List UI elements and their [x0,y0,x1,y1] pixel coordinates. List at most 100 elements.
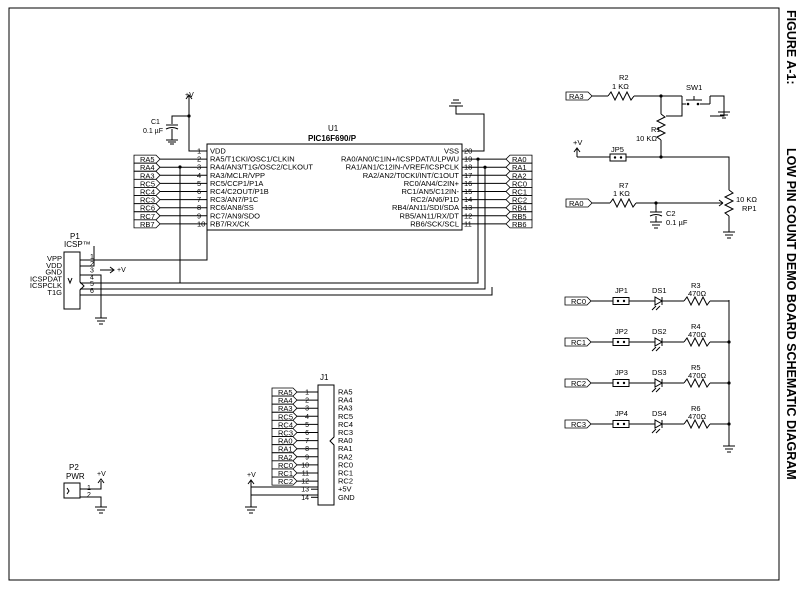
c2-ref: C2 [666,209,676,218]
r-4-value: 470Ω [688,330,707,339]
jp-3-ref: JP3 [615,368,628,377]
p1-pin-5-num: 5 [90,281,94,288]
r7-value: 1 KΩ [613,189,630,198]
j1-tag-6-label: RC3 [278,429,293,438]
j1-tag-5-label: RC4 [278,420,293,429]
u1-pin-14-name: RC2/AN6/P1D [411,195,460,204]
u1-tag-rc4: RC4 [133,187,161,197]
p1-ref: P1 [70,232,80,241]
j1-tag-5: RC4 [271,419,298,429]
r2-value: 1 KΩ [612,82,629,91]
j1-tag-9-label: RA2 [278,453,293,462]
r2-ref: R2 [619,73,629,82]
u1-pin-8-name: RC6/AN8/SS [210,203,254,212]
u1-tag-rb7: RB7 [133,219,161,229]
c1-ref: C1 [151,119,160,126]
u1-tag-rc1-label: RC1 [512,188,527,197]
u1-pin-1-name: VDD [210,147,226,156]
j1-tag-1-label: RA5 [278,388,293,397]
figure-title: LOW PIN COUNT DEMO BOARD SCHEMATIC DIAGR… [784,148,798,480]
tag-ra0-pot [565,198,593,208]
p2-ref: P2 [69,463,79,472]
p2-pin2: 2 [87,492,91,499]
u1-pin-20-name: VSS [444,147,459,156]
tag-ra3-sw-label: RA3 [569,92,584,101]
j1-tag-4-label: RC5 [278,412,293,421]
j1-pin-5-num: 5 [305,422,309,429]
j1-tag-2: RA4 [271,395,298,405]
u1-tag-ra4: RA4 [133,162,161,172]
u1-tag-rb6: RB6 [505,219,533,229]
u1-pin-12-name: RB5/AN11/RX/DT [400,211,460,220]
u1-pin-18-name: RA1/AN1/C12IN-/VREF/ICSPCLK [346,163,459,172]
j1-pin-5-label: RC4 [338,420,353,429]
u1-pin-4-name: RA3/MCLR/VPP [210,171,265,180]
u1-tag-ra1-label: RA1 [512,163,527,172]
r7-ref: R7 [619,181,629,190]
p1-pin-3-num: 3 [90,268,94,275]
led-tag-rc3-label: RC3 [571,420,586,429]
j1-tag-10-label: RC0 [278,461,293,470]
u1-tag-rc5: RC5 [133,178,161,188]
rp1-value: 10 KΩ [736,195,757,204]
p1-pin-3-name: GND [45,268,62,277]
j1-pin-3-num: 3 [305,406,309,413]
j1-ref: J1 [320,373,329,382]
j1-tag-10: RC0 [271,460,298,470]
j1-tag-3-label: RA3 [278,404,293,413]
u1-pin-5-name: RC5/CCP1/P1A [210,179,263,188]
p1-pin-4-name: ICSPDAT [30,274,62,283]
p1-pin-2-name: VDD [46,261,62,270]
u1-pin-3-name: RA4/AN3/T1G/OSC2/CLKOUT [210,163,313,172]
c1-value: 0.1 µF [143,128,163,135]
j1-pin-14-num: 14 [301,495,309,502]
u1-tag-rb6-label: RB6 [512,220,527,229]
j1-tag-1: RA5 [271,387,298,397]
j1-pin-14-label: GND [338,493,355,502]
j1-tag-8: RA1 [271,444,298,454]
u1-tag-rb7-label: RB7 [140,220,155,229]
j1-tag-3: RA3 [271,403,298,413]
tag-ra0-pot-label: RA0 [569,199,584,208]
u1-pin-6-name: RC4/C2OUT/P1B [210,187,269,196]
j1-pin-10-num: 10 [301,462,309,469]
ds-2-ref: DS2 [652,327,667,336]
j1-tag-4: RC5 [271,411,298,421]
j1-rail-label: +V [247,472,256,479]
j1-pin-4-label: RC5 [338,412,353,421]
j1-tag-9: RA2 [271,452,298,462]
u1-tag-rb5-label: RB5 [512,212,527,221]
j1-pin-13-label: +5V [338,485,352,494]
u1-tag-rc7-label: RC7 [140,212,155,221]
j1-tag-11-label: RC1 [278,469,293,478]
p2-power-connector: P2 PWR 1 2 +V [63,463,107,514]
u1-tag-ra3-label: RA3 [140,171,155,180]
led-tag-rc3: RC3 [564,419,592,429]
j1-pin-1-num: 1 [305,390,309,397]
u1-tag-rc6-label: RC6 [140,204,155,213]
u1-tag-rc4-label: RC4 [140,188,155,197]
p1-rail-label: +V [117,267,126,274]
c2-value: 0.1 µF [666,218,688,227]
sheet-border [8,7,780,581]
sw1-ref: SW1 [686,83,702,92]
u1-pin-19-name: RA0/AN0/C1IN+/ICSPDAT/ULPWU [341,155,459,164]
j1-tag-8-label: RA1 [278,445,293,454]
jp-1-ref: JP1 [615,286,628,295]
icsp-wiring [80,160,493,296]
j1-tag-2-label: RA4 [278,396,293,405]
r-3-value: 470Ω [688,289,707,298]
j1-pin-9-label: RA2 [338,452,353,461]
u1-part: PIC16F690/P [308,134,357,143]
jp5-rail-label: +V [573,138,582,147]
u1-tag-rc2-label: RC2 [512,196,527,205]
j1-tag-11: RC1 [271,468,298,478]
led-tag-rc1: RC1 [564,337,592,347]
